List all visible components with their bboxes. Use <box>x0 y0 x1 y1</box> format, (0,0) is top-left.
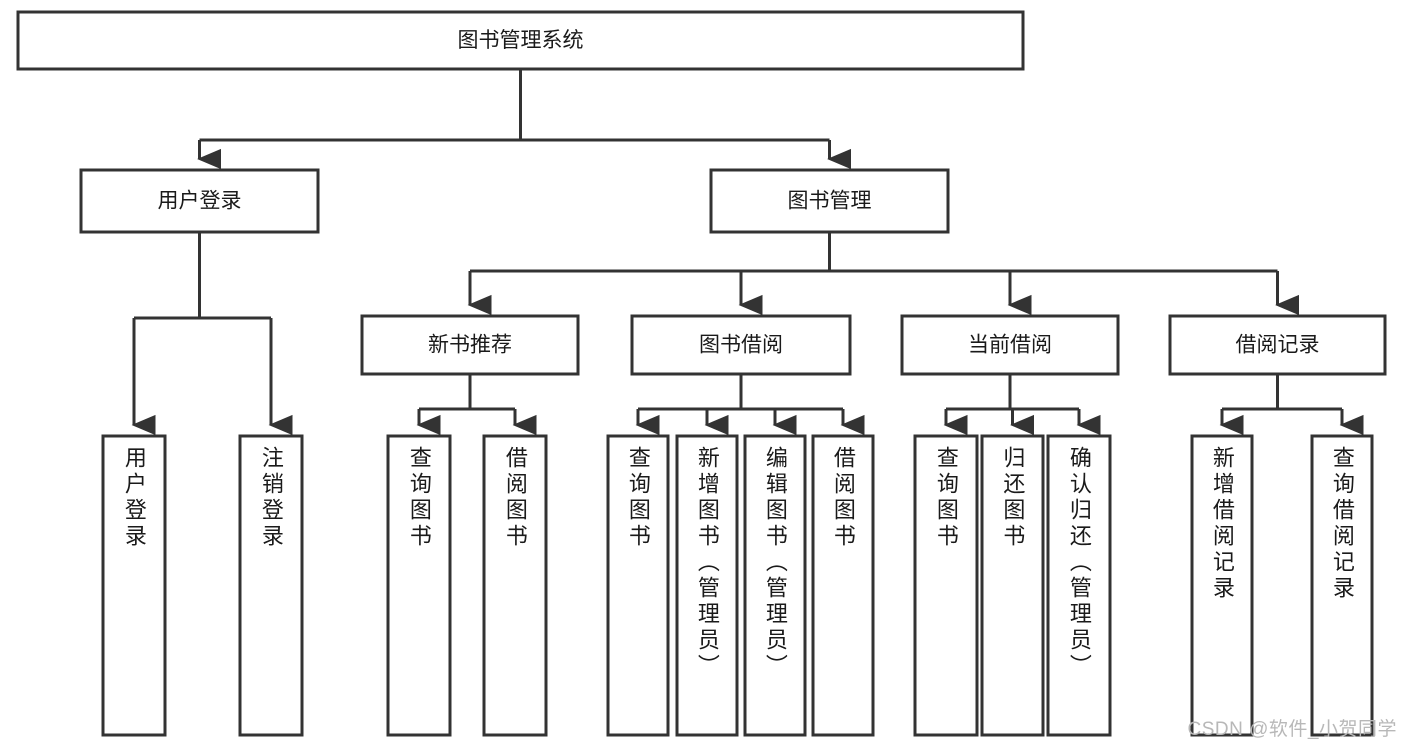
node-l2-1-图书管理-label: 图书管理 <box>788 190 872 213</box>
node-leaf-6-编辑图书管理员-box[interactable] <box>743 434 807 737</box>
node-l3-2-当前借阅-label: 当前借阅 <box>968 334 1052 357</box>
node-leaf-9-归还图书-box[interactable] <box>980 434 1045 737</box>
root-node-label: 图书管理系统 <box>458 29 584 52</box>
node-l3-1-图书借阅-label: 图书借阅 <box>699 334 783 357</box>
node-leaf-1-注销登录-box[interactable] <box>238 434 304 737</box>
node-leaf-0-用户登录-box[interactable] <box>101 434 167 737</box>
node-leaf-4-查询图书-box[interactable] <box>606 434 670 737</box>
node-l3-1-图书借阅-box[interactable] <box>630 314 852 376</box>
node-leaf-2-查询图书-box[interactable] <box>386 434 452 737</box>
node-l2-0-用户登录-label: 用户登录 <box>158 190 242 213</box>
node-leaf-7-借阅图书-box[interactable] <box>811 434 875 737</box>
root-node-box[interactable] <box>16 10 1025 71</box>
node-leaf-8-查询图书-box[interactable] <box>913 434 979 737</box>
node-leaf-10-确认归还管理员-box[interactable] <box>1046 434 1112 737</box>
node-l3-2-当前借阅-box[interactable] <box>900 314 1120 376</box>
connector-lines <box>131 69 1364 436</box>
node-leaf-5-新增图书管理员-box[interactable] <box>675 434 739 737</box>
watermark: CSDN @软件_小贺同学 <box>1187 719 1397 740</box>
node-l2-0-用户登录-box[interactable] <box>79 168 320 234</box>
node-l3-3-借阅记录-box[interactable] <box>1168 314 1387 376</box>
node-boxes <box>16 10 1387 737</box>
node-leaf-3-借阅图书-box[interactable] <box>482 434 548 737</box>
node-l3-0-新书推荐-label: 新书推荐 <box>428 334 512 357</box>
node-l3-0-新书推荐-box[interactable] <box>360 314 580 376</box>
node-leaf-12-查询借阅记录-box[interactable] <box>1310 434 1374 737</box>
node-leaf-11-新增借阅记录-box[interactable] <box>1190 434 1254 737</box>
node-l3-3-借阅记录-label: 借阅记录 <box>1236 334 1320 357</box>
node-l2-1-图书管理-box[interactable] <box>709 168 950 234</box>
